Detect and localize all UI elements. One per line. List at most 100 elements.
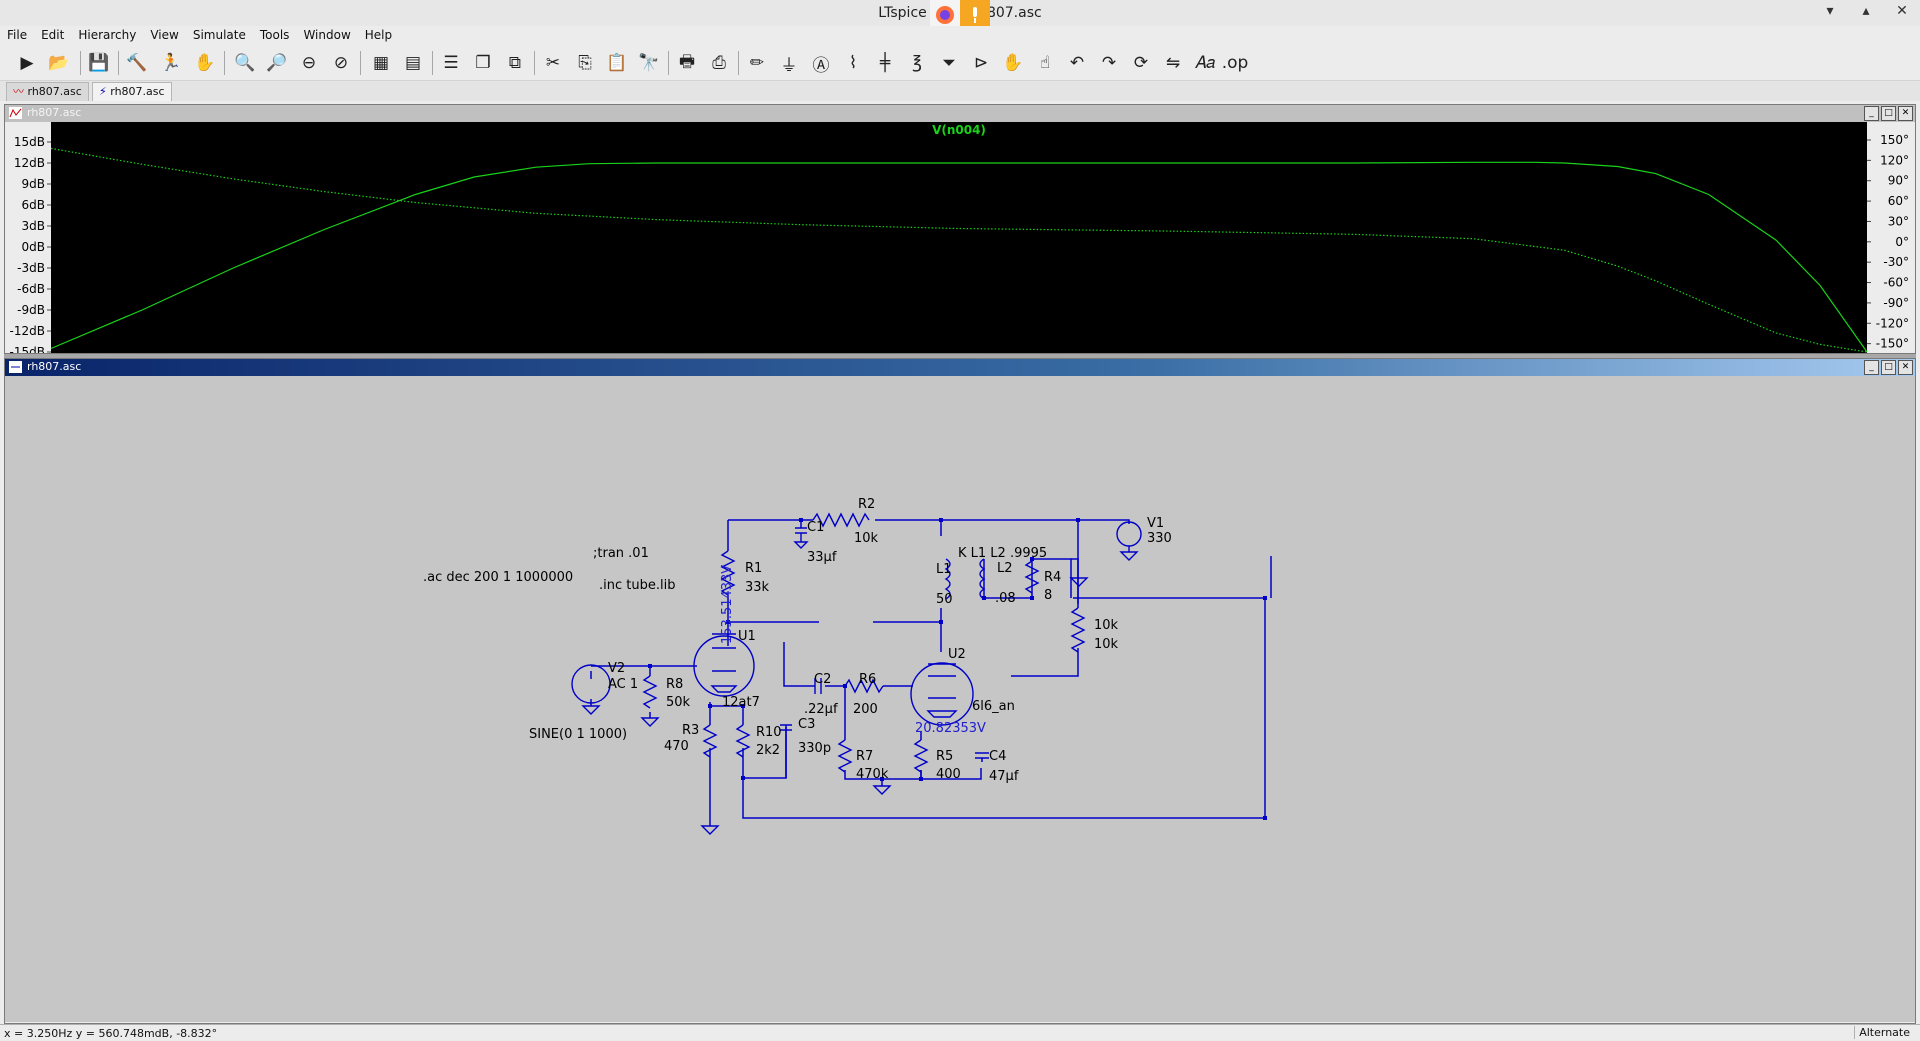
left-axis-tick-label: 15dB [14, 135, 45, 149]
resistor-r6[interactable] [844, 678, 884, 694]
menu-hierarchy[interactable]: Hierarchy [78, 28, 137, 42]
menu-file[interactable]: File [7, 28, 28, 42]
run-icon[interactable]: 🏃 [160, 53, 182, 73]
inductor-l1[interactable] [944, 558, 951, 600]
capacitor-c3[interactable] [780, 724, 792, 731]
maximize-button[interactable]: ▴ [1862, 3, 1870, 19]
wires[interactable] [590, 519, 1272, 826]
minimize-button[interactable]: ▾ [1826, 3, 1834, 19]
menu-window[interactable]: Window [303, 28, 351, 42]
directive-tran[interactable]: ;tran .01 [593, 546, 649, 561]
resistor-icon[interactable]: ⌇ [848, 53, 858, 73]
paste-icon[interactable]: 📋 [606, 53, 628, 73]
inductor-l2[interactable] [979, 558, 986, 600]
inductor-icon[interactable]: ℥ [912, 53, 922, 73]
cut-icon[interactable]: ✂ [545, 53, 561, 73]
phase-trace[interactable] [50, 147, 1868, 353]
resistor-r7[interactable] [837, 739, 853, 773]
drag-hand-icon[interactable]: ☝ [1039, 53, 1051, 73]
diode-icon[interactable]: ⏷ [942, 53, 956, 73]
spice-directive-icon[interactable]: .op [1221, 53, 1249, 73]
label-r2: R2 [858, 497, 875, 512]
label-r10: R10 [756, 725, 782, 740]
menu-tools[interactable]: Tools [259, 28, 290, 42]
waveform-window-titlebar[interactable]: rh807.asc _ □ ✕ [5, 105, 1915, 122]
resistor-r2[interactable] [812, 512, 870, 528]
print-icon[interactable]: 🖶 [678, 51, 696, 72]
right-axis-tick-label: -30° [1883, 255, 1909, 269]
resistor-r1[interactable] [720, 550, 736, 596]
print-preview-icon[interactable]: ⎙ [712, 53, 726, 73]
trace-label[interactable]: V(n004) [932, 123, 986, 137]
tab-schematic[interactable]: ⚡ rh807.asc [92, 82, 172, 101]
menu-help[interactable]: Help [364, 28, 393, 42]
tile-horizontal-icon[interactable]: ☰ [443, 53, 459, 73]
zoom-in-icon[interactable]: 🔍 [234, 53, 256, 73]
new-schematic-icon[interactable]: ▶ [20, 53, 34, 73]
autorange-icon[interactable]: ▦ [372, 53, 390, 73]
capacitor-c4[interactable] [975, 752, 989, 759]
resistor-r3[interactable] [702, 724, 718, 758]
directive-ac[interactable]: .ac dec 200 1 1000000 [423, 570, 573, 585]
menu-simulate[interactable]: Simulate [192, 28, 246, 42]
open-folder-icon[interactable]: 📂 [48, 53, 70, 73]
voltage-source-v1[interactable] [1116, 521, 1142, 547]
capacitor-c2[interactable] [814, 678, 822, 694]
tab-waveform[interactable]: 〰 rh807.asc [6, 82, 89, 101]
text-icon[interactable]: 𝐴𝑎 [1194, 53, 1216, 73]
rotate-icon[interactable]: ⟳ [1133, 53, 1149, 73]
resistor-r5[interactable] [913, 739, 929, 773]
undo-icon[interactable]: ↶ [1069, 53, 1085, 73]
schematic-window: rh807.asc _ □ ✕ [4, 358, 1916, 1024]
firefox-icon[interactable] [930, 0, 960, 30]
schematic-minimize-button[interactable]: _ [1864, 360, 1879, 375]
capacitor-icon[interactable]: ╪ [879, 53, 891, 73]
waveform-window-icon [9, 107, 22, 119]
ground-icon[interactable]: ⏚ [780, 55, 798, 76]
move-hand-icon[interactable]: ✋ [1002, 53, 1024, 73]
close-button[interactable]: ✕ [1896, 3, 1908, 19]
resistor-r4[interactable] [1024, 560, 1040, 594]
magnitude-trace[interactable] [50, 161, 1868, 353]
resistor-r9[interactable] [1070, 607, 1086, 653]
ground-icon [793, 541, 809, 549]
resistor-r8[interactable] [642, 675, 658, 709]
microphone-icon[interactable] [960, 0, 990, 30]
component-icon[interactable]: ⊳ [973, 53, 989, 73]
waveform-maximize-button[interactable]: □ [1881, 106, 1896, 121]
label-net-icon[interactable]: Ⓐ [812, 55, 830, 76]
schematic-window-titlebar[interactable]: rh807.asc _ □ ✕ [5, 359, 1915, 376]
label-r10-value: 2k2 [756, 743, 780, 758]
voltage-source-v2[interactable] [571, 664, 611, 704]
menu-view[interactable]: View [150, 28, 179, 42]
control-panel-icon[interactable]: 🔨 [126, 53, 148, 73]
waveform-plot[interactable]: V(n004) 15dB12dB9dB6dB3dB0dB-3dB-6dB-9dB… [5, 122, 1915, 353]
grid-icon[interactable]: ▤ [404, 53, 422, 73]
tube-u2[interactable] [910, 662, 974, 726]
copy-icon[interactable]: ⎘ [578, 53, 592, 73]
menu-edit[interactable]: Edit [41, 28, 65, 42]
schematic-close-button[interactable]: ✕ [1898, 360, 1913, 375]
resistor-r10[interactable] [735, 724, 751, 758]
tube-u1[interactable] [693, 635, 755, 697]
zoom-fit-icon[interactable]: ⊘ [333, 53, 349, 73]
cascade-icon[interactable]: ❐ [475, 53, 491, 73]
schematic-maximize-button[interactable]: □ [1881, 360, 1896, 375]
pan-icon[interactable]: 🔎 [266, 53, 288, 73]
label-c2-value: .22µf [804, 702, 838, 717]
directive-coupling[interactable]: K L1 L2 .9995 [958, 546, 1047, 561]
draw-wire-icon[interactable]: ✏ [749, 53, 765, 73]
tile-vertical-icon[interactable]: ⧉ [508, 53, 522, 73]
schematic-canvas[interactable]: C1 33µf R2 10k V1 330 R1 33k K L1 L2 .99… [5, 376, 1915, 1022]
redo-icon[interactable]: ↷ [1101, 53, 1117, 73]
find-icon[interactable]: 🔭 [638, 53, 660, 73]
waveform-minimize-button[interactable]: _ [1864, 106, 1879, 121]
directive-include[interactable]: .inc tube.lib [599, 578, 675, 593]
waveform-close-button[interactable]: ✕ [1898, 106, 1913, 121]
zoom-out-icon[interactable]: ⊖ [301, 53, 317, 73]
plot-area[interactable] [51, 122, 1867, 353]
halt-icon[interactable]: ✋ [194, 53, 216, 73]
capacitor-c1[interactable] [795, 527, 807, 542]
save-icon[interactable]: 💾 [88, 53, 110, 73]
mirror-icon[interactable]: ⇋ [1165, 53, 1181, 73]
